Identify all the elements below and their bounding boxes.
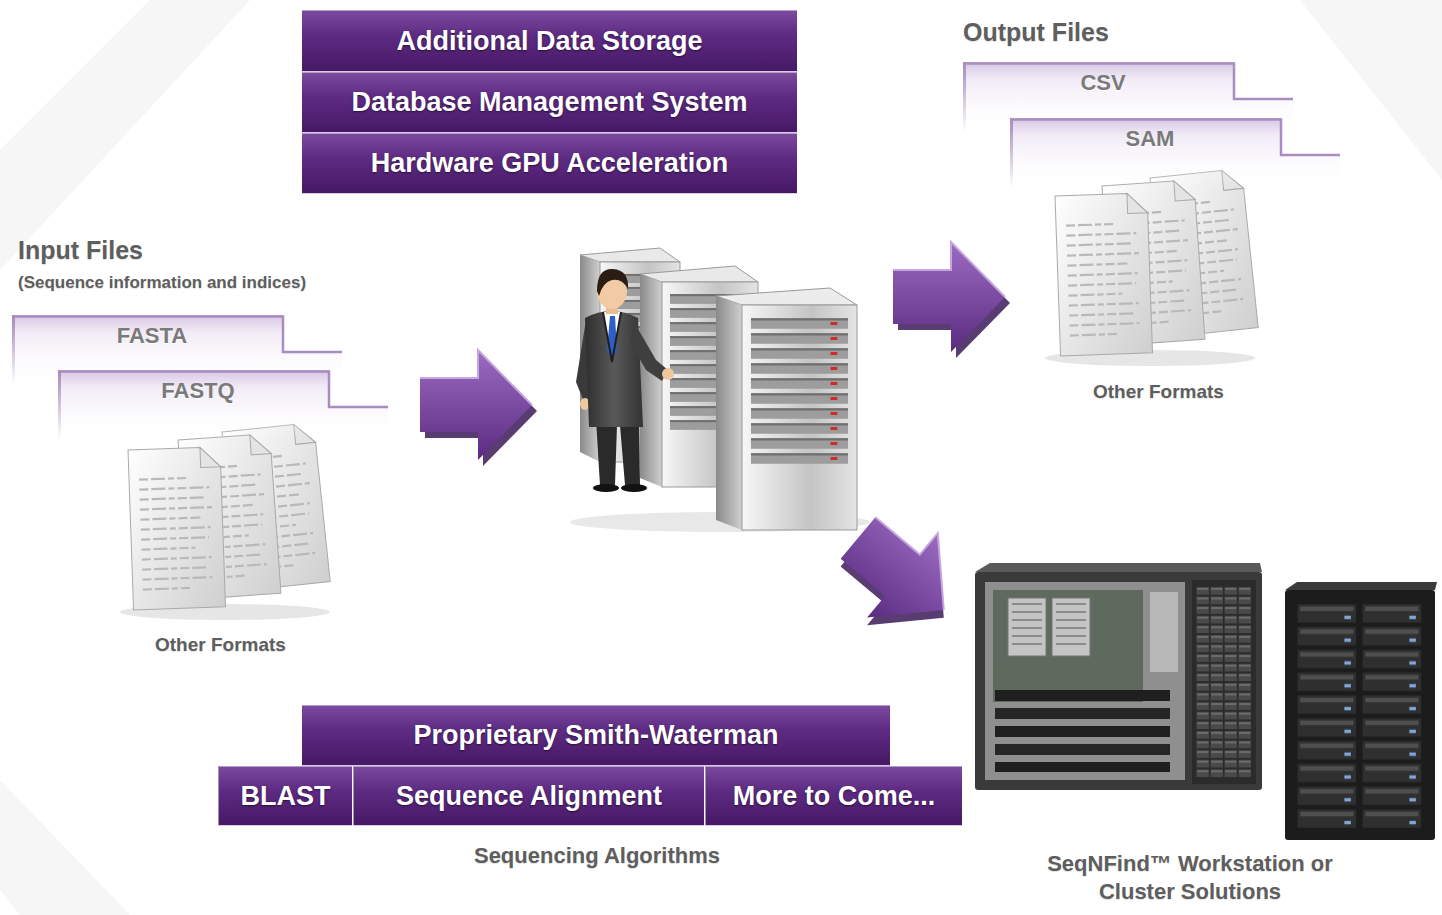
band-label: Hardware GPU Acceleration (371, 148, 729, 179)
text-slot: (Sequence information and indices) (18, 273, 306, 293)
file-tab: FASTQ (58, 370, 388, 440)
format-note: Other Formats (1093, 381, 1224, 403)
hardware-caption: SeqNFind™ Workstation or Cluster Solutio… (1020, 850, 1360, 906)
text-slot: Other Formats (155, 634, 286, 656)
band-label: Additional Data Storage (396, 26, 702, 57)
group-heading: Input Files (18, 236, 143, 265)
band-label: More to Come... (733, 781, 936, 812)
tab-label: SAM (1070, 126, 1230, 152)
tab-shape (1010, 118, 1340, 188)
format-note: Other Formats (155, 634, 286, 656)
text-slot: Other Formats (1093, 381, 1224, 403)
purple-band: Sequence Alignment (353, 766, 704, 825)
text-slot: Input Files (18, 236, 143, 265)
text-slot: SAM (1070, 126, 1230, 152)
tab-label: FASTQ (118, 378, 278, 404)
band-label: Database Management System (351, 87, 747, 118)
purple-band: Proprietary Smith-Waterman (302, 705, 890, 765)
group-subheading: (Sequence information and indices) (18, 273, 306, 293)
purple-band: BLAST (218, 766, 352, 825)
text-slot: CSV (1023, 70, 1183, 96)
group-heading: Output Files (963, 18, 1109, 47)
file-group: Output FilesOther Formats CSV SAM (955, 14, 1355, 409)
algorithms-caption: Sequencing Algorithms (397, 842, 797, 870)
purple-band: Hardware GPU Acceleration (302, 133, 797, 193)
file-tab: SAM (1010, 118, 1340, 188)
band-label: Sequence Alignment (396, 781, 662, 812)
text-slot: FASTQ (118, 378, 278, 404)
label-slot: Sequencing Algorithms (397, 842, 797, 870)
tab-label: FASTA (72, 323, 232, 349)
tab-label: CSV (1023, 70, 1183, 96)
label-slot: SeqNFind™ Workstation or Cluster Solutio… (1020, 850, 1360, 906)
purple-band: More to Come... (705, 766, 962, 825)
purple-band: Additional Data Storage (302, 10, 797, 71)
text-slot: FASTA (72, 323, 232, 349)
band-label: Proprietary Smith-Waterman (413, 720, 778, 751)
band-label: BLAST (241, 781, 331, 812)
purple-band: Database Management System (302, 72, 797, 132)
file-group: Input Files (Sequence information and ind… (10, 232, 410, 667)
text-slot: Output Files (963, 18, 1109, 47)
